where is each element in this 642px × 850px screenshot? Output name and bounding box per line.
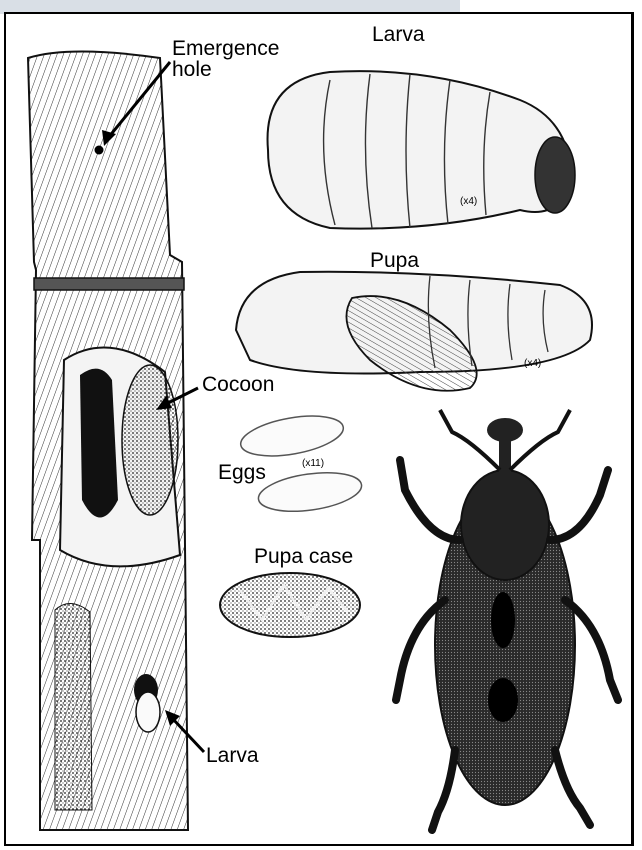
cocoon-label: Cocoon bbox=[202, 374, 274, 396]
larva-drawing bbox=[268, 71, 575, 229]
eggs-label: Eggs bbox=[218, 462, 266, 484]
pupa-case-drawing bbox=[220, 573, 360, 637]
pupa-magnification: (x4) bbox=[524, 358, 541, 369]
pupa-title-label: Pupa bbox=[370, 250, 419, 272]
egg-1 bbox=[238, 409, 347, 463]
stem-node bbox=[34, 278, 184, 290]
larva-magnification: (x4) bbox=[460, 196, 477, 207]
adult-weevil-drawing bbox=[396, 410, 618, 830]
pupa-case-label: Pupa case bbox=[254, 546, 353, 568]
weevil-head bbox=[487, 418, 523, 442]
cavity-shadow bbox=[80, 369, 118, 518]
emergence-hole-label-line2: hole bbox=[172, 59, 212, 81]
larva-head bbox=[535, 137, 575, 213]
larva-stem-label: Larva bbox=[206, 745, 259, 767]
emergence-hole bbox=[95, 146, 104, 155]
plant-stem bbox=[28, 52, 188, 831]
egg-2 bbox=[256, 467, 364, 517]
stem-pith bbox=[55, 603, 92, 810]
emergence-hole-label-line1: Emergence bbox=[172, 38, 279, 60]
weevil-spot-2 bbox=[488, 678, 518, 722]
weevil-spot-1 bbox=[491, 592, 515, 648]
larva-title-label: Larva bbox=[372, 24, 425, 46]
eggs-magnification: (x11) bbox=[302, 458, 324, 469]
larva-in-stem bbox=[136, 692, 160, 732]
pupa-drawing bbox=[236, 272, 592, 391]
cocoon-in-stem bbox=[122, 365, 178, 515]
